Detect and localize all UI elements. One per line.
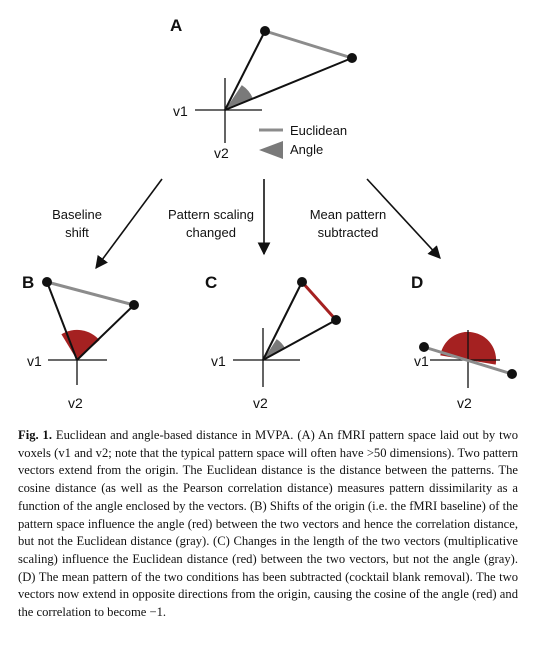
panel-b-vector-1 — [46, 281, 78, 361]
panel-b-pattern-point-2 — [129, 300, 139, 310]
legend-angle-swatch — [259, 141, 283, 159]
panel-c-vector-2 — [262, 319, 337, 361]
panel-c-letter: C — [205, 273, 217, 292]
arrow-label-mean-line2: subtracted — [318, 225, 379, 240]
panel-c-pattern-point-1 — [297, 277, 307, 287]
legend-angle-label: Angle — [290, 142, 323, 157]
panel-c-euclidean-line — [300, 280, 338, 322]
panel-d-letter: D — [411, 273, 423, 292]
arrow-label-scaling-line1: Pattern scaling — [168, 207, 254, 222]
panel-b-angle-wedge — [61, 329, 100, 360]
panel-a-v2-label: v2 — [214, 145, 229, 161]
panel-d-pattern-point-2 — [507, 369, 517, 379]
panel-a: A v1 v2 — [170, 16, 357, 161]
caption-label: Fig. 1. — [18, 428, 52, 442]
panel-b-v1-label: v1 — [27, 353, 42, 369]
panel-b-vector-2 — [76, 304, 135, 361]
arrow-label-baseline-line1: Baseline — [52, 207, 102, 222]
arrow-baseline-shift — [95, 178, 163, 270]
panel-c-pattern-point-2 — [331, 315, 341, 325]
arrow-label-mean-line1: Mean pattern — [310, 207, 387, 222]
panel-a-letter: A — [170, 16, 182, 35]
legend: Euclidean Angle — [259, 123, 347, 159]
panel-d: D v1 v2 — [411, 273, 517, 411]
arrow-label-baseline-line2: shift — [65, 225, 89, 240]
arrow-label-scaling-line2: changed — [186, 225, 236, 240]
panel-d-v2-label: v2 — [457, 395, 472, 411]
transition-arrows: Baseline shift Pattern scaling changed M… — [52, 178, 441, 270]
panel-b-letter: B — [22, 273, 34, 292]
caption-text: Euclidean and angle-based distance in MV… — [18, 428, 518, 620]
panel-a-euclidean-line — [264, 29, 353, 60]
figure-diagram: A v1 v2 Euclidean Angle Baseline shift P… — [22, 16, 517, 411]
panel-b-v2-label: v2 — [68, 395, 83, 411]
panel-a-angle-wedge — [225, 85, 253, 110]
panel-c-v1-label: v1 — [211, 353, 226, 369]
panel-a-pattern-point-2 — [347, 53, 357, 63]
panel-a-vector-1 — [224, 30, 266, 111]
panel-b: B v1 v2 — [22, 273, 139, 411]
panel-c-v2-label: v2 — [253, 395, 268, 411]
panel-d-v1-label: v1 — [414, 353, 429, 369]
panel-c-vector-1 — [262, 281, 303, 361]
panel-b-euclidean-line — [46, 280, 135, 307]
figure-caption: Fig. 1. Euclidean and angle-based distan… — [18, 427, 518, 622]
panel-d-vectors-line — [423, 345, 513, 376]
arrow-mean-subtracted — [366, 178, 441, 259]
panel-a-v1-label: v1 — [173, 103, 188, 119]
panel-c: C v1 v2 — [205, 273, 341, 411]
panel-c-angle-wedge — [263, 339, 285, 360]
panel-a-vector-2 — [224, 57, 353, 111]
panel-b-pattern-point-1 — [42, 277, 52, 287]
panel-d-pattern-point-1 — [419, 342, 429, 352]
legend-euclidean-label: Euclidean — [290, 123, 347, 138]
panel-a-pattern-point-1 — [260, 26, 270, 36]
